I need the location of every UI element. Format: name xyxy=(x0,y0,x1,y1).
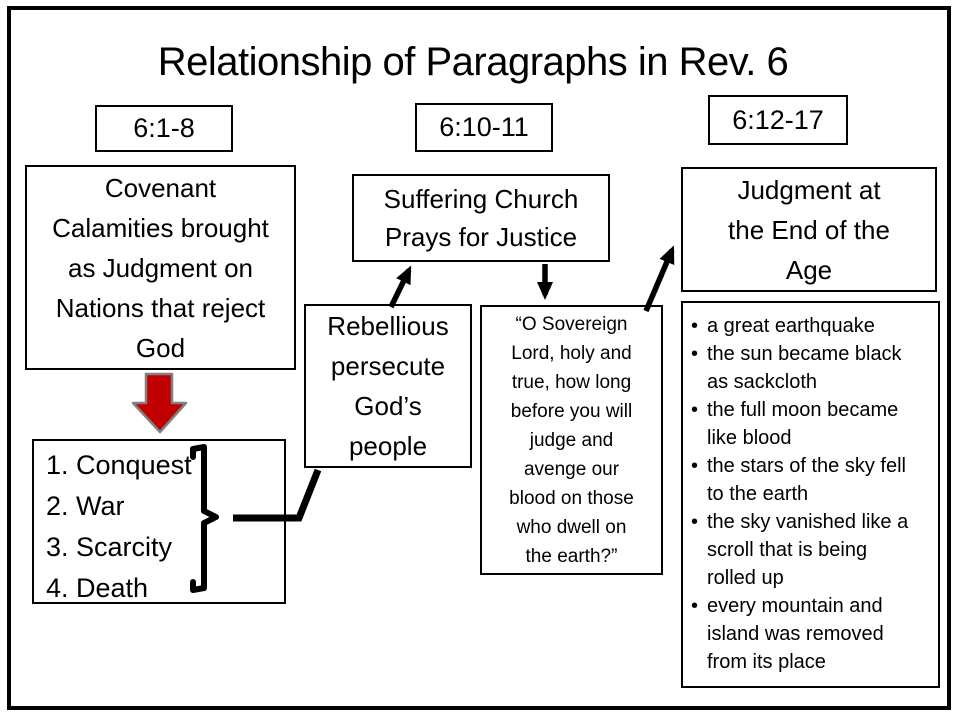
cosmic-signs-bullet-box: a great earthquake the sun became black … xyxy=(681,301,940,688)
reference-label: 6:1-8 xyxy=(133,113,195,143)
rebellious-persecute-box: Rebellious persecute God’s people xyxy=(304,304,472,468)
four-seals-list-box: 1. Conquest 2. War 3. Scarcity 4. Death xyxy=(32,439,286,604)
suffering-church-text: Suffering Church Prays for Justice xyxy=(383,184,579,252)
sovereign-lord-quote-text: “O Sovereign Lord, holy and true, how lo… xyxy=(509,313,634,567)
slide-border-frame xyxy=(7,6,951,710)
bullet-item: the sky vanished like a scroll that is b… xyxy=(691,508,934,592)
reference-box-6-10-11: 6:10-11 xyxy=(415,103,553,152)
rebellious-persecute-text: Rebellious persecute God’s people xyxy=(327,311,449,461)
bullet-icon xyxy=(691,592,707,620)
covenant-calamities-box: Covenant Calamities brought as Judgment … xyxy=(25,165,296,370)
slide-title: Relationship of Paragraphs in Rev. 6 xyxy=(157,40,789,84)
bullet-item: a great earthquake xyxy=(691,312,934,340)
suffering-church-box: Suffering Church Prays for Justice xyxy=(352,174,610,262)
reference-box-6-1-8: 6:1-8 xyxy=(95,105,233,152)
bullet-icon xyxy=(691,312,707,340)
covenant-calamities-text: Covenant Calamities brought as Judgment … xyxy=(52,172,269,363)
reference-label: 6:10-11 xyxy=(439,112,529,142)
bullet-icon xyxy=(691,508,707,536)
reference-box-6-12-17: 6:12-17 xyxy=(708,95,848,145)
bullet-item: every mountain and island was removed fr… xyxy=(691,592,934,676)
list-item: 2. War xyxy=(46,491,125,521)
bullet-icon xyxy=(691,340,707,368)
reference-label: 6:12-17 xyxy=(732,104,824,135)
bullet-icon xyxy=(691,396,707,424)
bullet-item: the stars of the sky fell to the earth xyxy=(691,452,934,508)
judgment-end-of-age-box: Judgment at the End of the Age xyxy=(681,167,937,292)
list-item: 1. Conquest xyxy=(46,450,192,480)
list-item: 4. Death xyxy=(46,573,149,603)
bullet-item: the full moon became like blood xyxy=(691,396,934,452)
bullet-icon xyxy=(691,452,707,480)
bullet-item: the sun became black as sackcloth xyxy=(691,340,934,396)
sovereign-lord-quote-box: “O Sovereign Lord, holy and true, how lo… xyxy=(480,305,663,575)
judgment-end-of-age-text: Judgment at the End of the Age xyxy=(728,174,890,285)
list-item: 3. Scarcity xyxy=(46,532,173,562)
